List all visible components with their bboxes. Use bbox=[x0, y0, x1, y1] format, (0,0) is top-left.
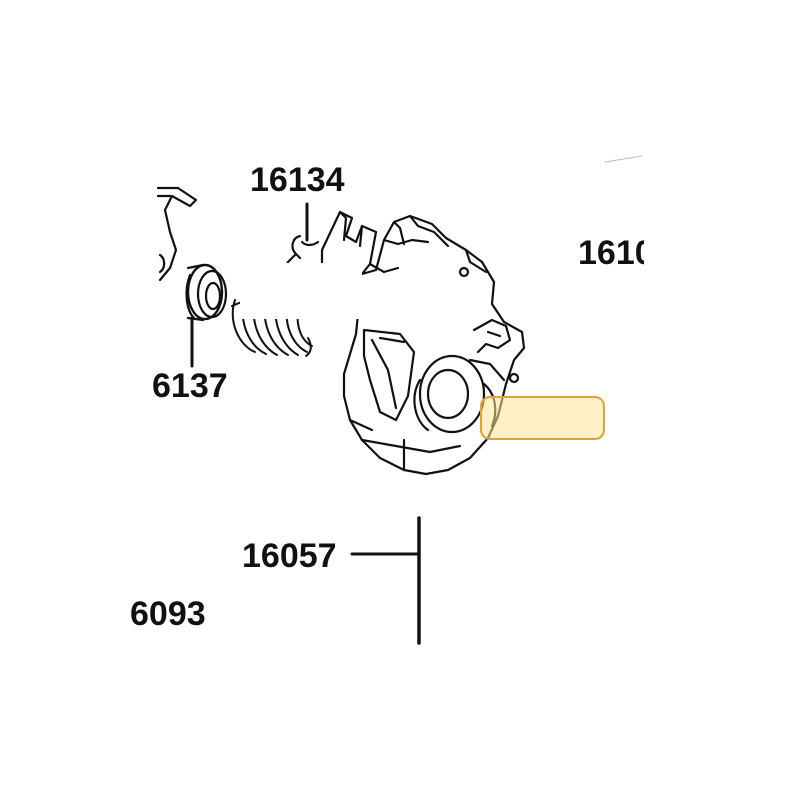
part-label-16093: 6093 bbox=[130, 597, 206, 631]
redaction-box bbox=[240, 263, 362, 319]
main-housing-part bbox=[320, 210, 526, 476]
part-label-16057: 16057 bbox=[242, 537, 337, 575]
part-label-1610x: 1610 bbox=[578, 236, 644, 270]
part-label-16137: 6137 bbox=[152, 367, 228, 405]
bracket-part bbox=[156, 186, 198, 282]
highlight-box bbox=[480, 396, 605, 440]
faint-line bbox=[604, 155, 643, 163]
spring-clip-part bbox=[282, 202, 320, 272]
leader-lines bbox=[190, 202, 421, 645]
bushing-part bbox=[185, 263, 228, 322]
part-label-16134: 16134 bbox=[250, 161, 345, 199]
